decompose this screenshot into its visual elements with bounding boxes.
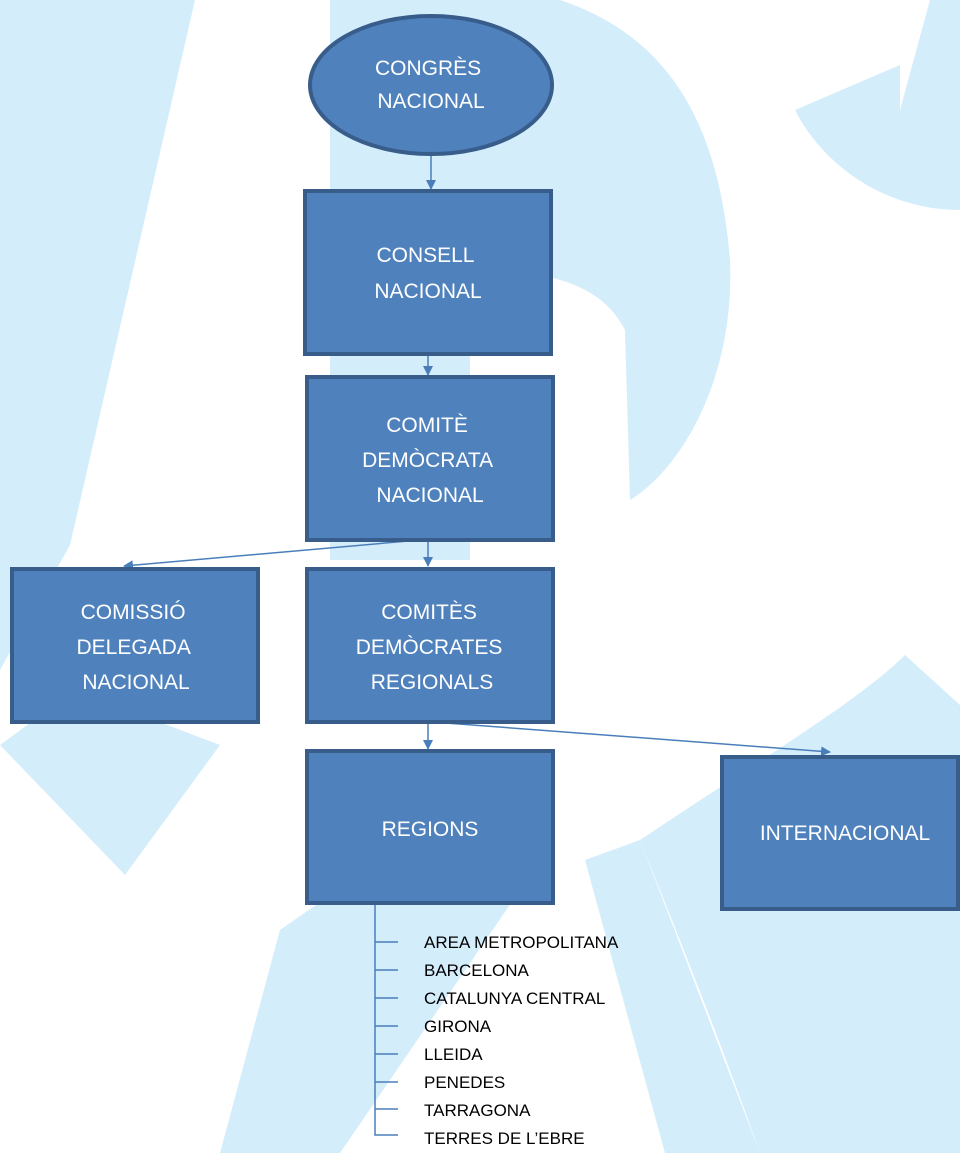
watermark-left-triangle	[0, 0, 195, 670]
watermark-right-circle	[775, 0, 960, 210]
regions-list: AREA METROPOLITANA BARCELONA CATALUNYA C…	[424, 933, 619, 1148]
node-consell-nacional	[303, 189, 553, 356]
label-comissio-line-3: NACIONAL	[82, 671, 189, 694]
label-comite-line-3: NACIONAL	[376, 484, 483, 507]
label-consell-nacional: CONSELL NACIONAL	[374, 244, 481, 303]
region-item: TERRES DE L’EBRE	[424, 1129, 585, 1148]
region-item: AREA METROPOLITANA	[424, 933, 619, 952]
label-congres-nacional: CONGRÈS NACIONAL	[375, 57, 487, 113]
node-comites-democrates-regionals	[305, 567, 555, 724]
node-congres-nacional	[308, 14, 554, 156]
label-comites-line-2: DEMÒCRATES	[356, 636, 503, 659]
node-comite-democrata-nacional	[305, 375, 555, 542]
label-internacional-line-1: INTERNACIONAL	[760, 822, 930, 845]
label-comites-line-1: COMITÈS	[381, 601, 477, 624]
label-congres-line-1: CONGRÈS	[375, 57, 481, 80]
label-comite-nacional: COMITÈ DEMÒCRATA NACIONAL	[362, 414, 498, 507]
node-regions	[305, 749, 555, 905]
watermark-lower-mid-band	[220, 840, 520, 1153]
connector-comite-comissio	[123, 539, 421, 571]
label-comite-line-2: DEMÒCRATA	[362, 449, 493, 472]
node-labels: CONGRÈS NACIONAL CONSELL NACIONAL COMITÈ…	[76, 57, 930, 845]
label-comissio-line-1: COMISSIÓ	[81, 601, 186, 624]
label-comissio-line-2: DELEGADA	[76, 636, 190, 659]
label-comissio-delegada: COMISSIÓ DELEGADA NACIONAL	[76, 601, 195, 694]
region-item: GIRONA	[424, 1017, 492, 1036]
label-comites-regionals: COMITÈS DEMÒCRATES REGIONALS	[356, 601, 508, 694]
regions-list-bracket	[374, 903, 398, 1136]
region-item: PENEDES	[424, 1073, 505, 1092]
label-regions: REGIONS	[382, 818, 479, 841]
region-item: TARRAGONA	[424, 1101, 531, 1120]
region-item: LLEIDA	[424, 1045, 483, 1064]
label-regions-line-1: REGIONS	[382, 818, 479, 841]
watermark-lower-left-band	[0, 690, 220, 875]
connectors	[123, 154, 831, 1136]
region-item: BARCELONA	[424, 961, 530, 980]
watermark-bottom-right-band	[585, 840, 760, 1153]
nodes	[10, 14, 960, 911]
region-item: CATALUNYA CENTRAL	[424, 989, 605, 1008]
label-comite-line-1: COMITÈ	[386, 414, 468, 437]
label-congres-line-2: NACIONAL	[377, 90, 484, 113]
node-comissio-delegada-nacional	[10, 567, 260, 724]
connector-comites-internacional	[431, 721, 831, 757]
label-comites-line-3: REGIONALS	[371, 671, 494, 694]
label-internacional: INTERNACIONAL	[760, 822, 930, 845]
node-internacional	[720, 755, 960, 911]
label-consell-line-1: CONSELL	[376, 244, 473, 267]
label-consell-line-2: NACIONAL	[374, 280, 481, 303]
